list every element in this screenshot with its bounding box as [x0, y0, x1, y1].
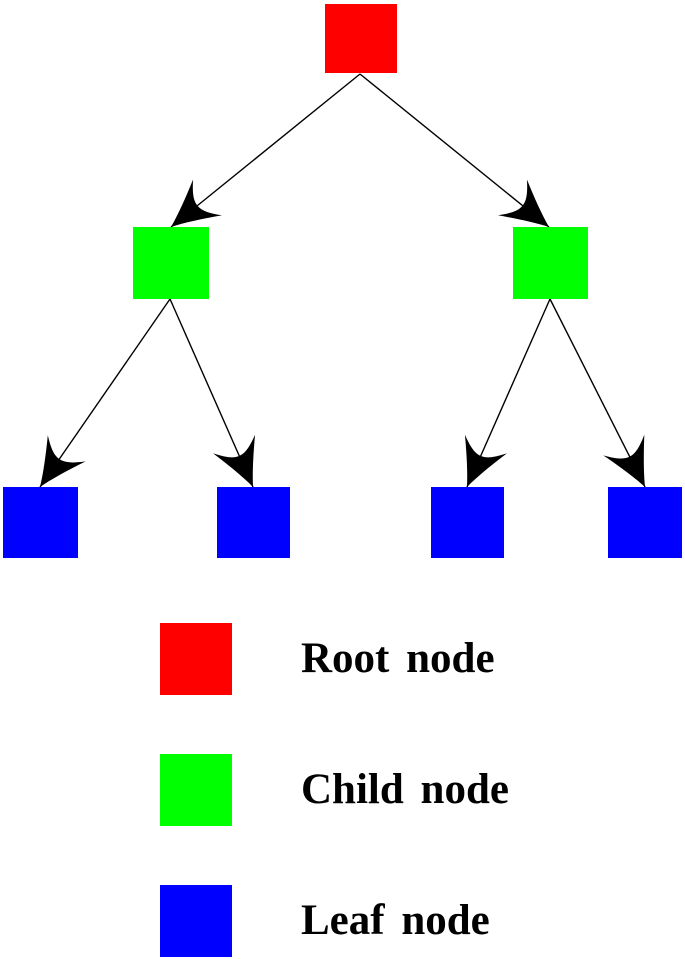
legend-label-root: Root node [301, 635, 495, 682]
node-leaf-2 [217, 487, 290, 558]
node-leaf-4 [608, 487, 682, 558]
arrowhead-child-left-leaf-1 [40, 435, 86, 487]
edge-root-child-right [359, 73, 550, 228]
child-node-swatch [160, 753, 232, 826]
legend-row-leaf: Leaf node [160, 884, 509, 957]
node-leaf-1 [3, 487, 78, 558]
arrowhead-child-right-leaf-3 [464, 434, 508, 487]
edge-child-left-leaf-2 [169, 298, 254, 488]
edge-child-right-leaf-4 [549, 298, 646, 488]
legend: Root node Child node Leaf node [160, 622, 509, 957]
node-child-right [513, 227, 588, 299]
edge-child-left-leaf-1 [39, 298, 171, 488]
arrowhead-root-child-left [171, 179, 223, 227]
node-child-left [133, 227, 209, 299]
legend-row-root: Root node [160, 622, 509, 695]
arrowhead-root-child-right [497, 179, 549, 227]
root-node-swatch [160, 622, 232, 695]
node-leaf-3 [431, 487, 504, 558]
edge-child-right-leaf-3 [466, 298, 551, 488]
tree-graph [3, 4, 682, 558]
arrowhead-child-left-leaf-2 [212, 434, 256, 487]
node-root [325, 4, 397, 73]
edge-root-child-left [170, 73, 361, 228]
legend-label-child: Child node [301, 766, 509, 813]
arrowhead-child-right-leaf-4 [603, 434, 645, 487]
legend-row-child: Child node [160, 753, 509, 826]
legend-label-leaf: Leaf node [301, 897, 490, 944]
leaf-node-swatch [160, 884, 232, 957]
